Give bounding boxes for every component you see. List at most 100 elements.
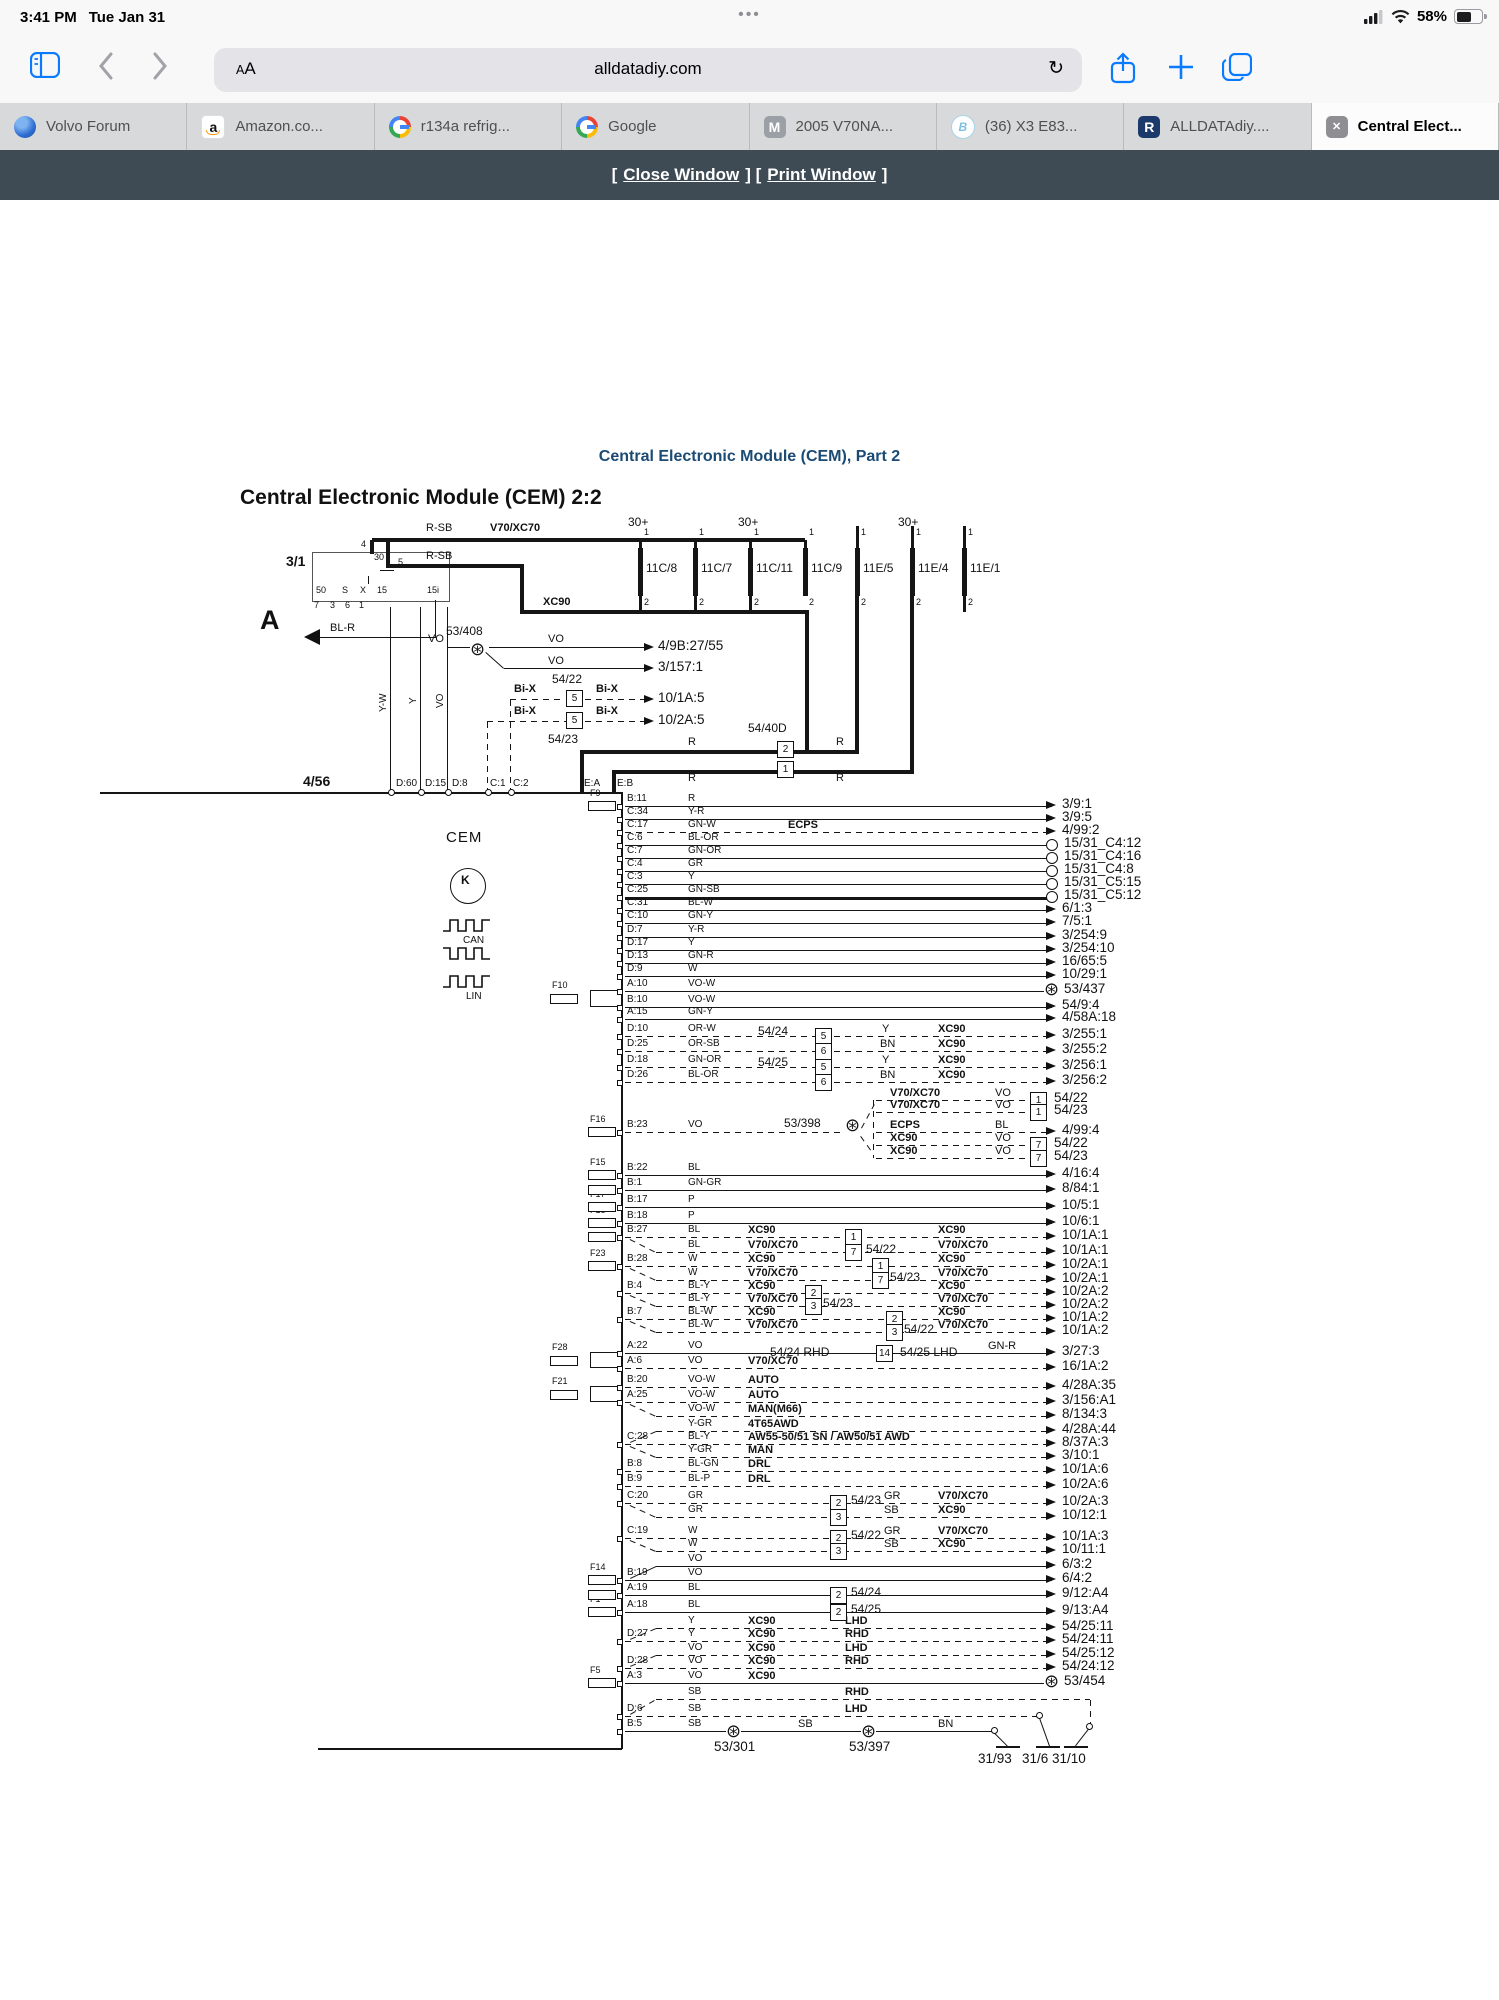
wire [625, 1402, 1052, 1404]
reload-icon[interactable]: ↻ [1048, 58, 1064, 79]
tab-r134a-refrig-[interactable]: r134a refrig... [375, 103, 563, 150]
tab--36-x3-e83-[interactable]: B(36) X3 E83... [937, 103, 1125, 150]
wire-note: LHD [845, 1703, 868, 1715]
pin-label: C:34 [627, 806, 649, 817]
arrow-icon [1046, 1363, 1060, 1371]
wire-color-label: BL-OR [688, 832, 719, 843]
arrow-icon [1046, 1247, 1060, 1255]
diagram-label: 11E/4 [918, 561, 949, 575]
print-window-link[interactable]: Print Window [767, 165, 876, 184]
sidebar-icon[interactable] [30, 52, 60, 78]
fuse-icon [588, 1202, 616, 1212]
tab-central-elect-[interactable]: ✕Central Elect... [1311, 103, 1499, 150]
target-reference: 4/28A:35 [1062, 1377, 1117, 1392]
reader-aa-button[interactable]: AA [236, 59, 256, 78]
relay-coil-icon [450, 868, 486, 904]
wire [629, 1321, 656, 1334]
wire [639, 596, 642, 612]
wire-note: GR [884, 1490, 901, 1502]
tab-label: 2005 V70NA... [795, 118, 894, 135]
forward-icon[interactable] [152, 52, 168, 80]
wire [520, 564, 524, 612]
arrow-icon [1046, 1650, 1060, 1658]
fuse-icon [550, 1356, 578, 1366]
pin-tick [617, 1235, 623, 1241]
diagram-label: 30+ [738, 515, 759, 529]
target-reference: 54/23 [1054, 1102, 1088, 1117]
pin-tick [617, 1173, 623, 1179]
diagram-label: F21 [552, 1376, 568, 1386]
pin-tick [617, 895, 623, 901]
wire [510, 700, 511, 792]
share-icon[interactable] [1110, 52, 1136, 84]
wire [625, 1237, 1052, 1239]
diagram-label: 11E/1 [970, 561, 1001, 575]
wire-note: XC90 [938, 1306, 966, 1318]
address-bar[interactable]: AA alldatadiy.com ↻ [214, 48, 1082, 92]
wire [625, 1266, 1052, 1268]
wire-color-label: GN-Y [688, 910, 713, 921]
arrow-icon [1046, 1327, 1060, 1335]
wire [368, 576, 370, 584]
diagram-label: 5 [398, 557, 404, 567]
wire-note: XC90 [938, 1253, 966, 1265]
wire-color-label: BL-Y [688, 1280, 711, 1291]
diagram-label: D:8 [452, 778, 468, 789]
target-reference: 4/58A:18 [1062, 1009, 1117, 1024]
arrow-icon [1046, 905, 1060, 913]
diagram-label: 54/40D [748, 721, 787, 735]
pin-tick [617, 1610, 623, 1616]
target-reference: 10/1A:2 [1062, 1309, 1109, 1324]
diagram-label: 53/397 [849, 1739, 891, 1754]
bracket: ] [881, 165, 888, 184]
wire-color-label: VO-W [688, 994, 716, 1005]
wire [447, 607, 449, 793]
wire-note: V70/XC70 [938, 1267, 989, 1279]
fuse-label: F15 [590, 1157, 606, 1167]
tab-volvo-forum[interactable]: Volvo Forum [0, 103, 188, 150]
wire-color-label: SB [688, 1703, 702, 1714]
pin-tick [617, 1317, 623, 1323]
wire [380, 570, 394, 572]
wire [873, 1100, 874, 1158]
pin-label: C:31 [627, 897, 649, 908]
wire [1064, 1746, 1088, 1748]
target-reference: 4/28A:44 [1062, 1421, 1117, 1436]
wire [625, 832, 1052, 834]
arrow-icon [1046, 1232, 1060, 1240]
tabs-overview-icon[interactable] [1222, 53, 1252, 81]
wire-note: XC90 [748, 1280, 776, 1292]
back-icon[interactable] [98, 52, 114, 80]
connector-pin-box: 2 [830, 1587, 847, 1604]
diagram-label: 3 [330, 600, 336, 610]
close-window-link[interactable]: Close Window [623, 165, 740, 184]
url-text[interactable]: alldatadiy.com [594, 59, 702, 78]
wire-note: Y [882, 1023, 890, 1035]
wire [625, 1731, 995, 1733]
pin-label: B:18 [627, 1210, 648, 1221]
wire [911, 526, 914, 548]
wire-color-label: BL-Y [688, 1431, 711, 1442]
wire [386, 564, 524, 568]
wire [625, 923, 1052, 925]
diagram-label: 10/2A:5 [658, 712, 705, 727]
fuse-icon [588, 1261, 616, 1271]
arrow-icon [1046, 1127, 1060, 1135]
wire [625, 1683, 1052, 1685]
target-reference: 54/25:11 [1062, 1618, 1114, 1633]
target-reference: 4/99:2 [1062, 822, 1100, 837]
connector-label: 54/25 [851, 1602, 882, 1616]
battery-percent: 58% [1416, 8, 1447, 25]
tab-google[interactable]: Google [562, 103, 750, 150]
pin-tick [617, 1666, 623, 1672]
new-tab-icon[interactable] [1168, 54, 1194, 80]
pin-tick [617, 1729, 623, 1735]
wire-color-label: Y [688, 937, 695, 948]
connector-pin-box: 1 [845, 1229, 862, 1246]
wire [625, 1387, 1052, 1389]
arrow-icon [1046, 1185, 1060, 1193]
